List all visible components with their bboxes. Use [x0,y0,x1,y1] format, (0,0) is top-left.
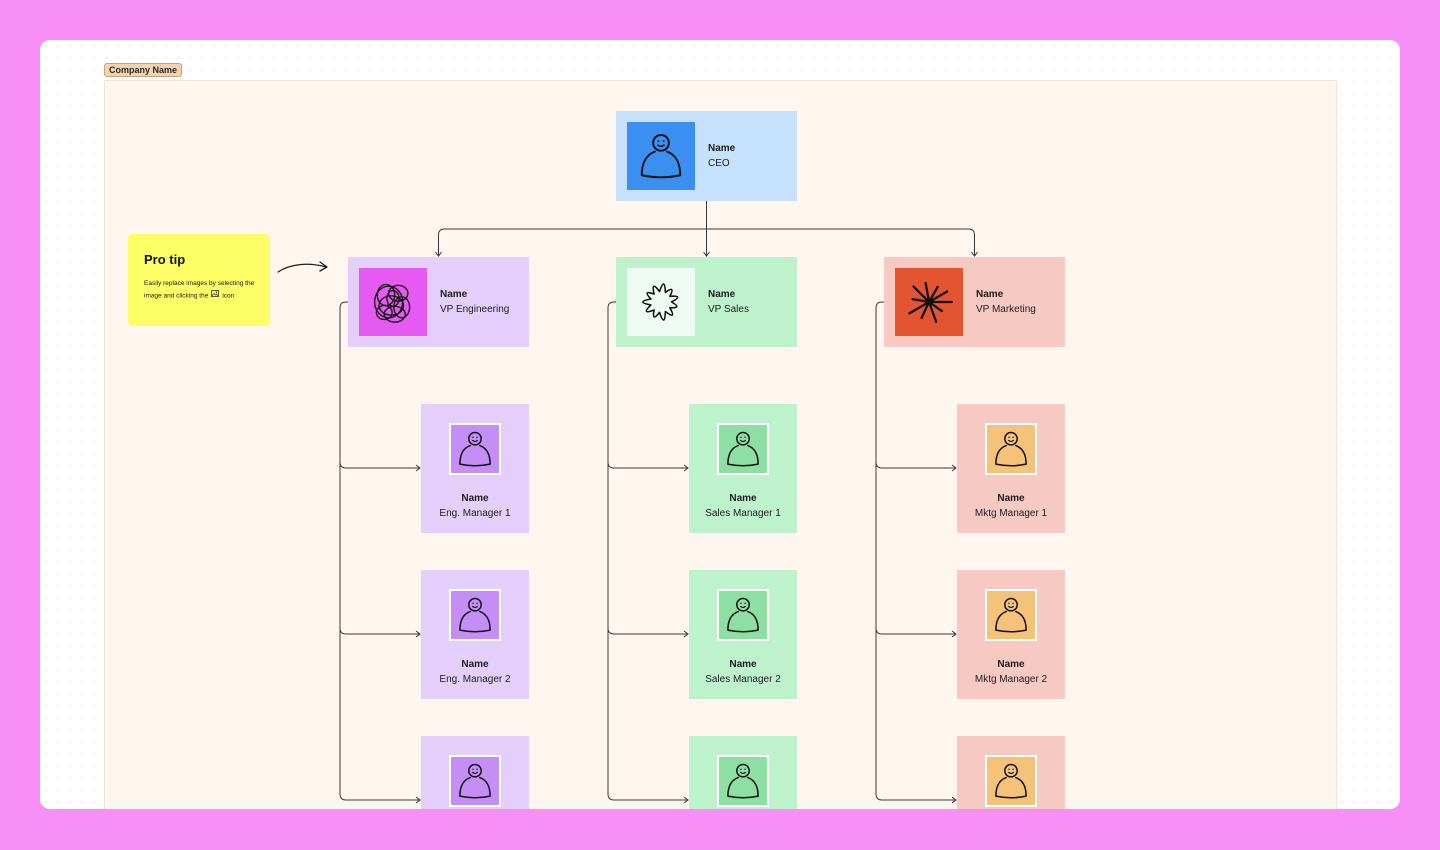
card-role: Eng. Manager 1 [439,508,511,519]
card-image[interactable] [449,589,501,641]
sales-manager-card-3[interactable] [689,736,797,809]
card-name: Name [729,659,757,670]
person-icon [640,134,682,179]
card-name: Name [976,289,1004,300]
card-name: Name [708,289,736,300]
card-role: VP Sales [708,304,749,315]
card-role: Sales Manager 1 [705,508,781,519]
card-image[interactable] [359,268,427,336]
section-label[interactable]: Company Name [104,63,183,77]
card-role: Sales Manager 2 [705,674,781,685]
card-image[interactable] [895,268,963,336]
person-icon [727,431,759,467]
card-image[interactable] [449,755,501,807]
mktg-manager-card-3[interactable] [957,736,1065,809]
vp-marketing-card[interactable]: Name VP Marketing [884,257,1065,347]
person-icon [727,597,759,633]
person-icon [459,597,491,633]
person-icon [995,597,1027,633]
person-icon [727,763,759,799]
card-image[interactable] [627,268,695,336]
star-burst-icon [908,281,953,323]
card-role: Eng. Manager 2 [439,674,511,685]
card-role: VP Engineering [440,304,510,315]
card-image[interactable] [717,423,769,475]
card-name: Name [708,143,736,154]
card-image[interactable] [717,589,769,641]
card-image[interactable] [449,423,501,475]
image-icon [211,289,220,302]
card-name: Name [997,493,1025,504]
card-role: Mktg Manager 2 [974,674,1048,685]
card-role: Mktg Manager 1 [974,508,1048,519]
pro-tip-text-after: icon [222,291,235,299]
person-icon [995,431,1027,467]
card-role: CEO [708,158,730,169]
pro-tip-title: Pro tip [144,252,186,267]
person-icon [459,431,491,467]
splat-icon [642,283,679,321]
card-name: Name [461,659,489,670]
pro-tip-text-before: Easily replace images by selecting the i… [144,280,255,299]
card-name: Name [461,493,489,504]
card-name: Name [729,493,757,504]
card-image[interactable] [985,423,1037,475]
curved-arrow-icon [277,261,328,273]
pro-tip-sticky-note[interactable]: Pro tip Easily replace images by selecti… [128,234,270,326]
card-name: Name [997,659,1025,670]
card-role: VP Marketing [976,304,1036,315]
whiteboard-canvas: Company Name Pro tip Easily replace imag… [40,40,1400,809]
card-image[interactable] [717,755,769,807]
card-image[interactable] [627,122,695,190]
vp-sales-card[interactable]: Name VP Sales [616,257,797,347]
scribble-icon [373,283,411,323]
eng-manager-card-3[interactable] [421,736,529,809]
vp-engineering-card[interactable]: Name VP Engineering [348,257,529,347]
pro-tip-body: Easily replace images by selecting the i… [144,279,262,301]
card-image[interactable] [985,755,1037,807]
person-icon [459,763,491,799]
card-name: Name [440,289,468,300]
person-icon [995,763,1027,799]
card-image[interactable] [985,589,1037,641]
